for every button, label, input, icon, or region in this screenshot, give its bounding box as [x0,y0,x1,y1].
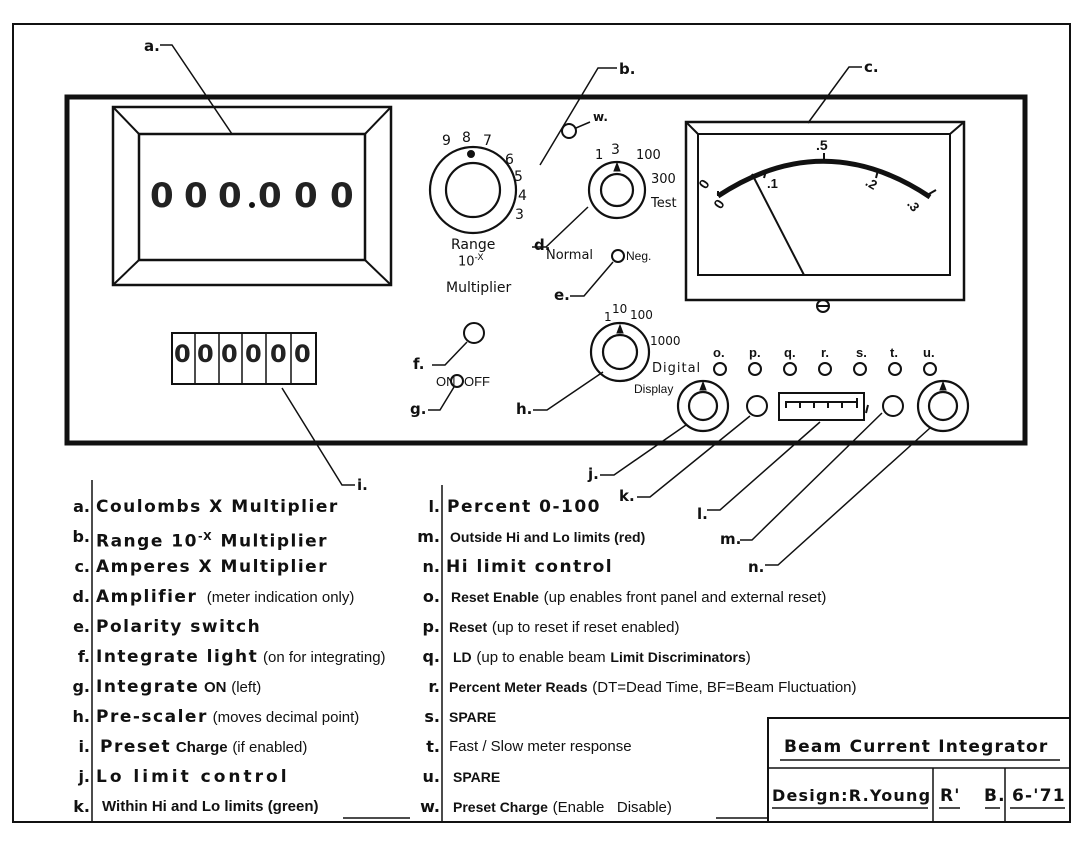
counter-digit: 0 [330,176,354,216]
prescaler-tick: 1 [604,310,612,324]
toggle-label-u: u. [923,345,935,360]
integrate-on-label: ON [436,374,456,389]
counter-digit: 0 [184,176,208,216]
range-tick: 5 [514,169,523,185]
digital-display-label-2: Display [634,382,674,396]
sheet-border [12,23,1071,823]
range-tick: 4 [518,188,527,204]
range-caption: Range [451,237,496,253]
multiplier-caption: Multiplier [446,280,512,296]
counter-digit: 0 [150,176,174,216]
integrate-light [463,322,485,344]
callout-n: n. [748,558,765,576]
ampere-meter [684,120,966,313]
coulomb-counter-bezel [111,105,393,287]
callout-f: f. [413,355,425,373]
integrate-switch [450,374,464,388]
preset-digit[interactable]: 0 [197,340,214,368]
within-limits-lamp [746,395,768,417]
preset-digit[interactable]: 0 [221,340,238,368]
preset-digit[interactable]: 0 [270,340,287,368]
prescaler-tick: 10 [612,302,628,316]
callout-j: j. [588,465,599,483]
callout-w: w. [593,110,608,124]
front-panel-outline [64,94,1028,446]
meter-scale-arc [716,158,932,200]
preset-charge-keyswitch-icon [561,121,591,139]
polarity-normal-label: Normal [546,248,594,263]
percent-meter [778,392,869,421]
toggle-switch-row [713,362,937,376]
toggle-label-t: t. [890,345,898,360]
range-caption-base: 10-X [458,253,484,270]
drawing-date: 6-'71 [1012,786,1066,806]
callout-i: i. [357,476,368,494]
prescaler-tick: 1000 [650,334,681,348]
amplifier-range-knob [587,160,647,220]
title-block-frame [767,717,1071,823]
callout-d: d. [534,236,551,254]
callout-c: c. [864,58,879,76]
outside-limits-lamp [882,395,904,417]
counter-digit: 0 [218,176,242,216]
prescaler-knob [589,321,651,383]
counter-digit: 0 [258,176,282,216]
callout-b: b. [619,60,636,78]
polarity-neg-label: Neg. [626,249,652,263]
range-tick: 3 [515,207,524,223]
callout-k: k. [619,487,635,505]
digital-display-label: Digital [652,361,702,376]
leader-lines [160,44,931,566]
callout-e: e. [554,286,570,304]
amplifier-tick: Test [651,196,677,211]
meter-scale-label: .1 [767,176,778,191]
toggle-label-r: r. [821,345,829,360]
initials-2: B. [984,786,1006,806]
designer-label: Design:R.Young [772,786,932,805]
toggle-label-q: q. [784,345,796,360]
range-multiplier-knob [428,145,518,235]
callout-a: a. [144,37,160,55]
preset-charge-thumbwheel [171,332,317,385]
callout-m: m. [720,530,742,548]
meter-scale-label: .5 [816,137,828,153]
callout-h: h. [516,400,533,418]
initials-1: R' [940,786,961,806]
hi-limit-knob [916,379,970,433]
amplifier-tick: 300 [651,172,676,187]
range-tick: 7 [483,133,492,149]
polarity-switch [611,249,625,263]
preset-digit[interactable]: 0 [174,340,191,368]
range-tick: 6 [505,152,514,168]
counter-digit: 0 [294,176,318,216]
callout-g: g. [410,400,427,418]
range-tick: 9 [442,133,451,149]
callout-l: l. [697,505,708,523]
amplifier-tick: 1 [595,148,604,163]
drawing-title: Beam Current Integrator [784,737,1049,757]
toggle-label-s: s. [856,345,867,360]
meter-needle [751,173,805,276]
lo-limit-knob [676,379,730,433]
counter-decimal-point [249,202,255,208]
integrate-off-label: OFF [464,374,490,389]
preset-digit[interactable]: 0 [245,340,262,368]
range-tick: 8 [462,130,471,146]
prescaler-tick: 100 [630,308,653,322]
toggle-label-p: p. [749,345,761,360]
toggle-label-o: o. [713,345,725,360]
amplifier-tick: 100 [636,148,661,163]
preset-digit[interactable]: 0 [294,340,311,368]
amplifier-tick: 3 [611,142,620,158]
